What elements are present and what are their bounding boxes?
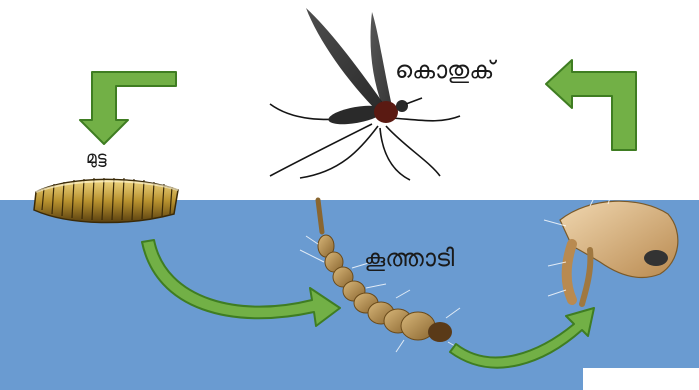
corner-patch	[583, 368, 699, 390]
arrow-adult-to-egg	[80, 72, 176, 144]
arrow-pupa-to-adult	[546, 60, 636, 150]
stage-label-egg: മുട്ട	[86, 148, 107, 168]
stage-label-larva: കൂത്താടി	[364, 244, 454, 272]
egg-raft-illustration	[34, 178, 178, 223]
adult-mosquito-illustration	[270, 8, 460, 180]
stage-label-adult: കൊതുക്	[395, 56, 494, 84]
